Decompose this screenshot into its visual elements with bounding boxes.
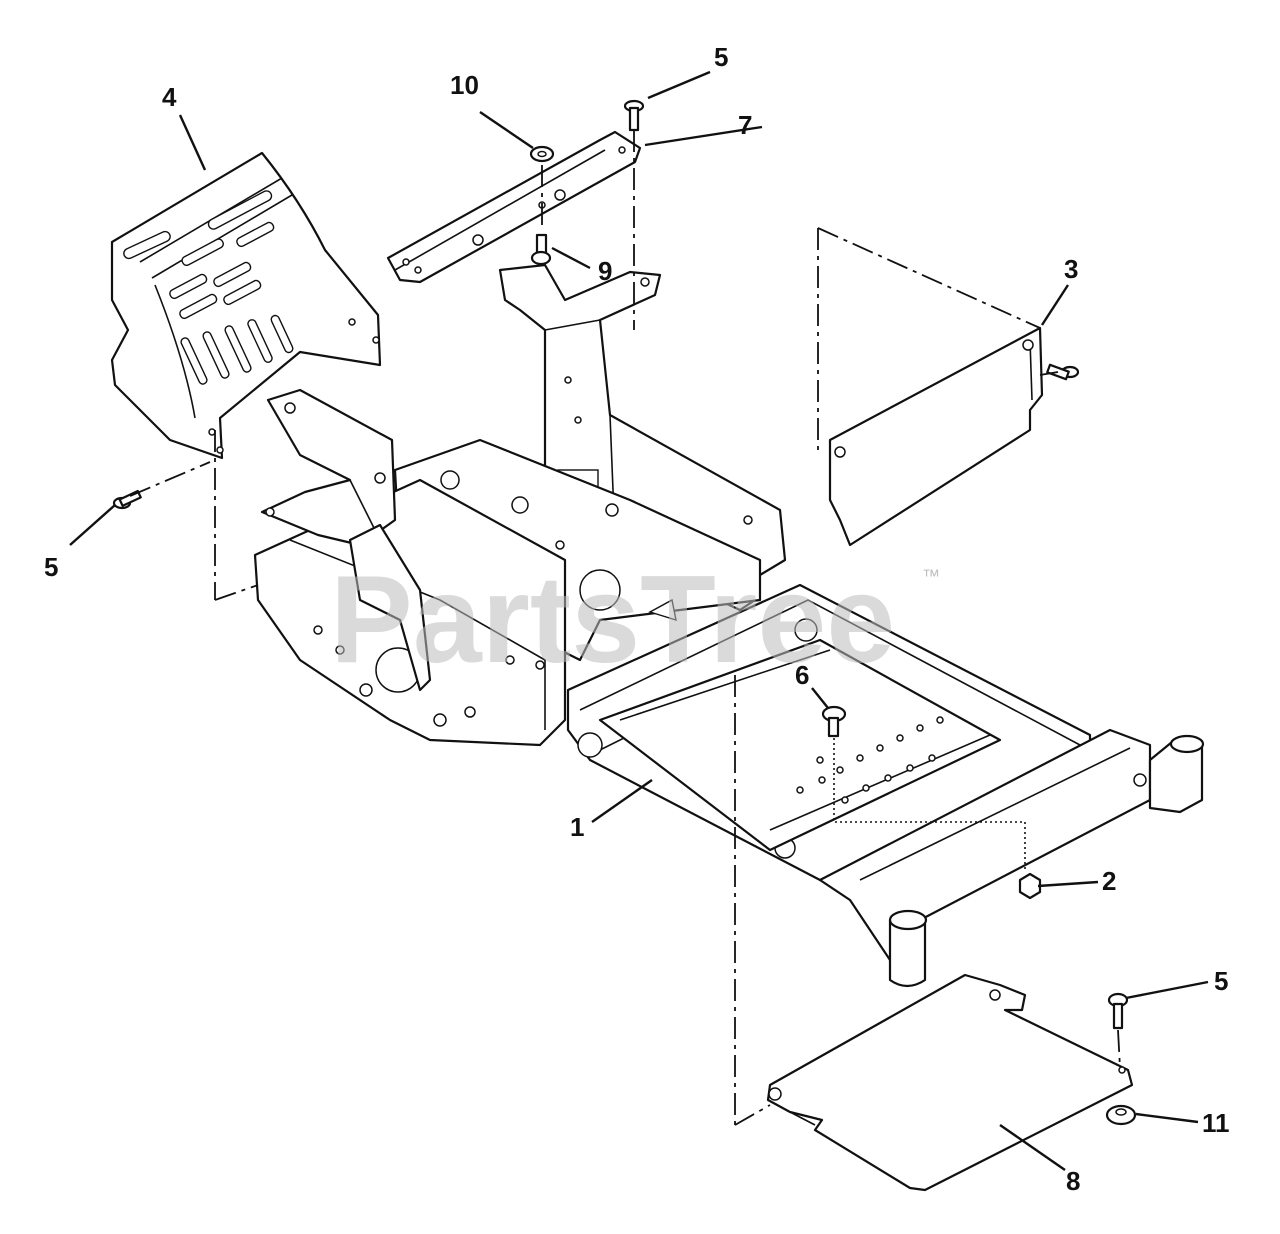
callout-8: 8	[1066, 1166, 1080, 1196]
callout-5-left: 5	[44, 552, 58, 582]
leader-lines	[69, 70, 1209, 1171]
callout-4: 4	[162, 82, 177, 112]
callout-7: 7	[738, 110, 752, 140]
floor-pan-part	[766, 973, 1134, 1192]
callout-9: 9	[598, 256, 612, 286]
callout-5-top: 5	[714, 42, 728, 72]
bolt-hardware-5-top	[623, 99, 645, 132]
bolt-hardware-9	[530, 233, 552, 266]
spacer-hardware-11	[1105, 1104, 1137, 1126]
nut-hardware-2	[1018, 872, 1042, 900]
side-panel-part	[828, 326, 1044, 547]
callout-11: 11	[1202, 1108, 1230, 1138]
callout-labels: 4 10 5 7 9 3 5 6 1 2 5 11 8	[44, 42, 1230, 1196]
main-frame-part	[253, 263, 1205, 988]
callout-2: 2	[1102, 866, 1116, 896]
callout-3: 3	[1064, 254, 1078, 284]
screw-hardware-5-right	[1107, 992, 1129, 1030]
bolt-hardware-side-panel	[1046, 363, 1080, 381]
screw-hardware-5-left	[112, 489, 142, 510]
cross-plate-holes	[796, 716, 944, 804]
watermark-trademark: ™	[922, 566, 940, 586]
seat-support-part	[110, 151, 382, 460]
washer-hardware-10	[529, 145, 555, 163]
top-bracket-part	[386, 130, 642, 284]
callout-6: 6	[795, 660, 809, 690]
watermark-text: PartsTree	[330, 551, 895, 689]
bolt-hardware-6	[821, 705, 847, 738]
callout-10: 10	[450, 70, 479, 100]
alignment-lines	[129, 130, 1121, 1126]
callout-5-right: 5	[1214, 966, 1228, 996]
callout-1: 1	[570, 812, 584, 842]
